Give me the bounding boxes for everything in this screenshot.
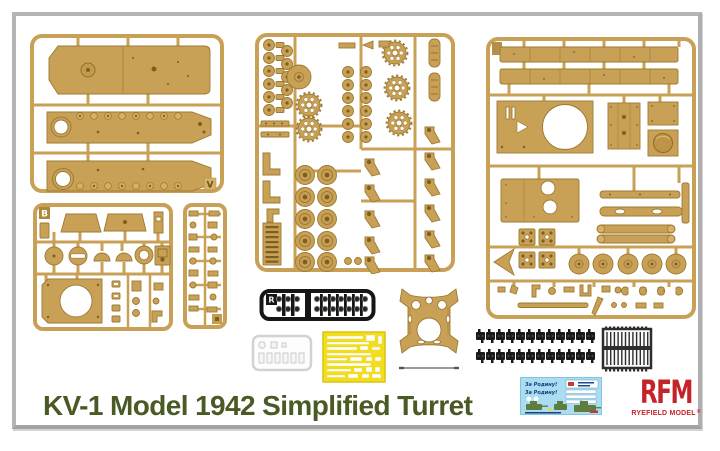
rear-panel-part: [607, 102, 641, 150]
hull-deck-part: [48, 45, 211, 95]
turret-side-wall-part: [496, 100, 594, 154]
sprue-black-parts: R: [259, 289, 376, 321]
fender-parts: [499, 46, 679, 85]
wheel-cap-parts: [568, 253, 687, 275]
tiny-parts: [188, 210, 220, 313]
sprue-letter: B: [41, 210, 48, 220]
decal-tank-silhouettes: [525, 401, 601, 414]
track-strip: [476, 349, 595, 363]
bracket-parts: [262, 152, 281, 223]
turret-roof-part: [41, 278, 103, 324]
black-ring-parts: [275, 295, 369, 313]
tow-hook-parts: [497, 284, 684, 316]
round-hatch-parts: [44, 245, 171, 266]
hull-side-panel-part: [46, 111, 212, 144]
small-clip-parts: [111, 280, 164, 323]
sprue-letter-tag: R: [266, 294, 277, 305]
swing-arm-parts: [344, 126, 441, 274]
track-strip: [476, 329, 595, 343]
sprue-letter-tag: [212, 314, 222, 324]
photo-etch-parts: [326, 334, 383, 379]
sprue-hull: V: [30, 34, 224, 193]
decal-slogan: За Родину!: [525, 382, 557, 388]
idler-wheel-part: [286, 64, 312, 90]
sprue-small-parts: [183, 203, 227, 329]
registered-trademark-icon: ®: [696, 409, 701, 415]
return-roller-parts: [338, 40, 390, 143]
jig-teeth: [605, 326, 648, 372]
torsion-bar-parts: [428, 38, 441, 102]
brand-logo: RFM RYEFIELD MODEL®: [628, 373, 704, 418]
brand-name: RYEFIELD MODEL: [631, 410, 696, 417]
sprue-letter-tag: [492, 42, 502, 55]
sprue-wheels-suspension: [255, 33, 455, 274]
tiny-link-parts: [263, 39, 293, 116]
grille-part: [262, 222, 282, 266]
decal-slogan: За Родину!: [525, 390, 557, 396]
sprue-clear-parts: [251, 334, 313, 372]
turret-rear-wall-part: [500, 178, 580, 223]
jig-center-bar: [603, 346, 651, 350]
stowage-box-parts: [493, 228, 556, 277]
sprue-letter: V: [207, 181, 214, 191]
bar-parts: [260, 120, 290, 138]
decal-sheet: За Родину! За Родину!: [520, 377, 602, 415]
photo-etch-fret: [322, 331, 386, 383]
turret-shell-and-rod: [399, 288, 459, 370]
road-wheel-parts: [295, 165, 337, 272]
fuel-tank-strap-parts: [596, 182, 690, 244]
track-link-strips: [476, 329, 595, 363]
brand-logo-rfm: RFM: [639, 373, 694, 411]
hatch-panel-parts: [647, 101, 679, 157]
sprue-fenders-hull: [486, 37, 696, 319]
hull-side-panel-part: [46, 160, 212, 192]
clear-periscope-parts: [258, 341, 305, 364]
sprue-letter-tag: B: [39, 207, 50, 220]
sprue-letter-tag: V: [203, 177, 217, 191]
track-assembly-jig: [601, 326, 653, 372]
black-pin-parts: [282, 293, 363, 317]
hatch-parts: [39, 211, 164, 239]
sprue-letter: R: [268, 296, 274, 305]
sprue-turret-roof: B: [33, 203, 173, 331]
kit-title: KV-1 Model 1942 Simplified Turret: [43, 390, 473, 421]
turret-shell-part: [399, 288, 459, 354]
